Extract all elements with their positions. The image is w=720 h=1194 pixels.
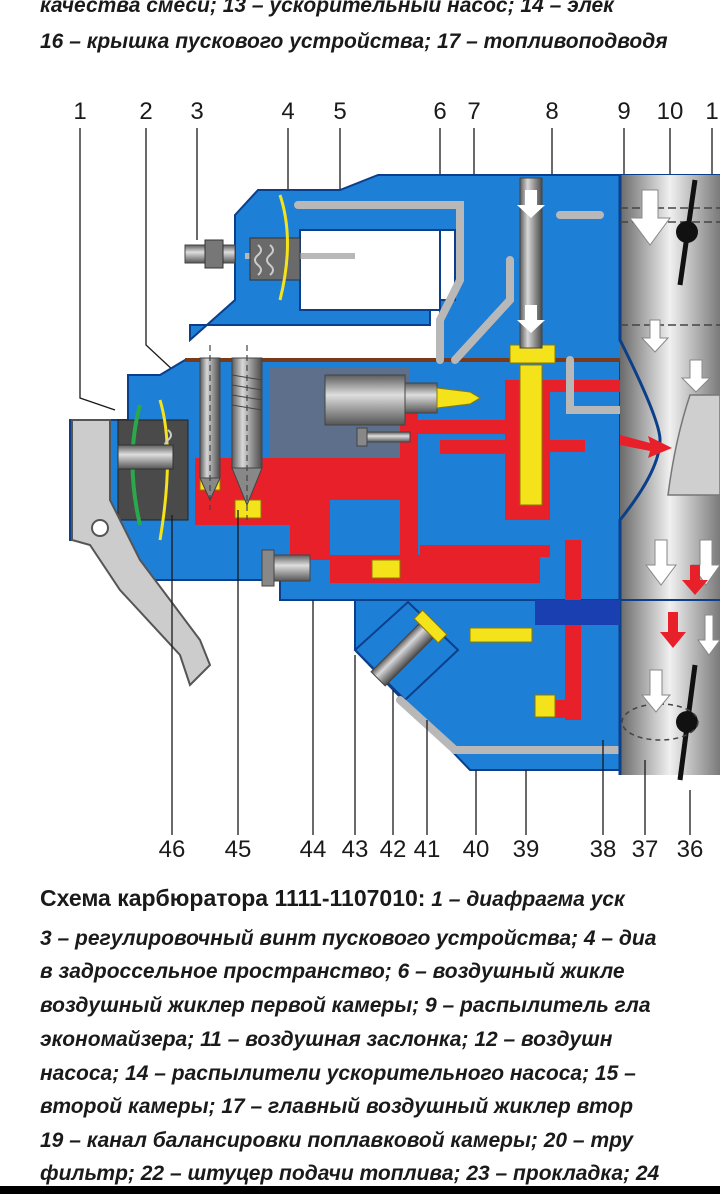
center-lines xyxy=(209,345,248,520)
caption-title: Схема карбюратора 1111-1107010: xyxy=(40,885,426,911)
fuel-arrows xyxy=(620,435,708,648)
throttle-flap xyxy=(621,664,699,781)
caption-line-8: 19 – канал балансировки поплавковой каме… xyxy=(40,1129,634,1152)
callout-40: 40 xyxy=(462,836,490,863)
air-channels xyxy=(294,201,624,754)
pump-lever xyxy=(71,419,212,687)
top-caption-line-2: 16 – крышка пускового устройства; 17 – т… xyxy=(40,30,668,53)
caption-line-9: фильтр; 22 – штуцер подачи топлива; 23 –… xyxy=(40,1162,660,1185)
idle-jet xyxy=(370,609,448,687)
economizer-valve xyxy=(324,374,481,426)
starter-diaphragm xyxy=(249,194,301,301)
callout-9: 9 xyxy=(617,98,631,125)
callout-8: 8 xyxy=(545,98,559,125)
caption-line-6: насоса; 14 – распылители ускорительного … xyxy=(40,1062,636,1085)
carburetor-diagram xyxy=(69,128,720,835)
top-leader-lines xyxy=(79,128,713,411)
callout-38: 38 xyxy=(589,836,617,863)
flow-arrows xyxy=(629,189,720,713)
bottom-leader-lines xyxy=(171,510,691,835)
callout-1: 1 xyxy=(73,98,87,125)
callout-3: 3 xyxy=(190,98,204,125)
callout-2: 2 xyxy=(139,98,153,125)
callout-11: 1 xyxy=(705,98,719,125)
callout-46: 46 xyxy=(158,836,186,863)
mixture-screw xyxy=(356,427,411,447)
caption-line-5: экономайзера; 11 – воздушная заслонка; 1… xyxy=(40,1028,613,1051)
callout-45: 45 xyxy=(224,836,252,863)
callout-41: 41 xyxy=(413,836,441,863)
choke-flap xyxy=(676,179,698,286)
callout-10: 10 xyxy=(656,98,684,125)
caption-line-2: 3 – регулировочный винт пускового устрой… xyxy=(40,927,657,950)
gasket-strip xyxy=(535,600,620,625)
caption-first-line-rest: 1 – диафрагма уск xyxy=(431,888,625,911)
callout-7: 7 xyxy=(467,98,481,125)
callout-42: 42 xyxy=(379,836,407,863)
callout-6: 6 xyxy=(433,98,447,125)
caption-line-7: второй камеры; 17 – главный воздушный жи… xyxy=(40,1095,634,1118)
lever-pivot xyxy=(91,519,109,537)
top-caption-line-1: качества смеси; 13 – ускорительный насос… xyxy=(40,0,614,17)
drain-screw xyxy=(261,549,311,587)
callout-5: 5 xyxy=(333,98,347,125)
main-barrel xyxy=(618,175,720,775)
callout-43: 43 xyxy=(341,836,369,863)
callout-36: 36 xyxy=(676,836,704,863)
callout-44: 44 xyxy=(299,836,327,863)
bottom-edge-bar xyxy=(0,1186,720,1194)
callout-4: 4 xyxy=(281,98,295,125)
callout-37: 37 xyxy=(631,836,659,863)
caption-line-3: в задроссельное пространство; 6 – воздуш… xyxy=(40,960,625,983)
pump-diaphragm xyxy=(117,399,189,541)
callout-39: 39 xyxy=(512,836,540,863)
caption-first-line: Схема карбюратора 1111-1107010: 1 – диаф… xyxy=(40,885,625,912)
caption-line-4: воздушный жиклер первой камеры; 9 – расп… xyxy=(40,994,651,1017)
